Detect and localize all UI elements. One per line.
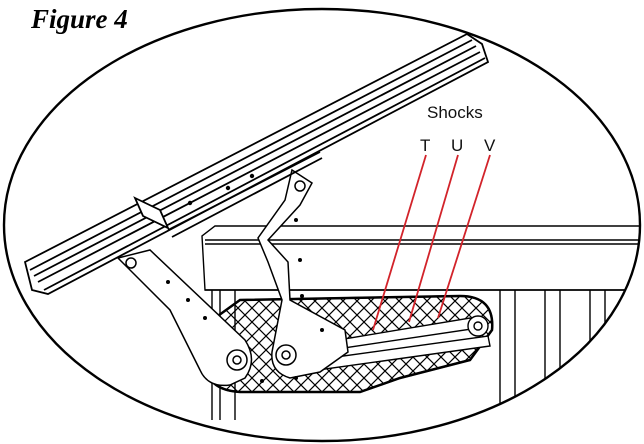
- leader-line-u: [408, 154, 459, 323]
- main-bracket: [257, 168, 349, 379]
- fasteners: [166, 173, 324, 383]
- figure-title: Figure 4: [31, 4, 128, 34]
- oval-frame: [2, 7, 642, 443]
- leader-line-t: [372, 154, 427, 331]
- rail-cabinet: [201, 225, 640, 420]
- shock-label-t: T: [420, 136, 430, 155]
- shock-label-u: U: [451, 136, 463, 155]
- diagram-artwork: [23, 32, 640, 420]
- support-arm: [116, 249, 253, 387]
- callout-heading: Shocks: [427, 103, 483, 122]
- shock-label-v: V: [484, 136, 496, 155]
- callout-leaders: [372, 154, 491, 331]
- cover-panel: [23, 32, 490, 295]
- leader-line-v: [437, 154, 491, 319]
